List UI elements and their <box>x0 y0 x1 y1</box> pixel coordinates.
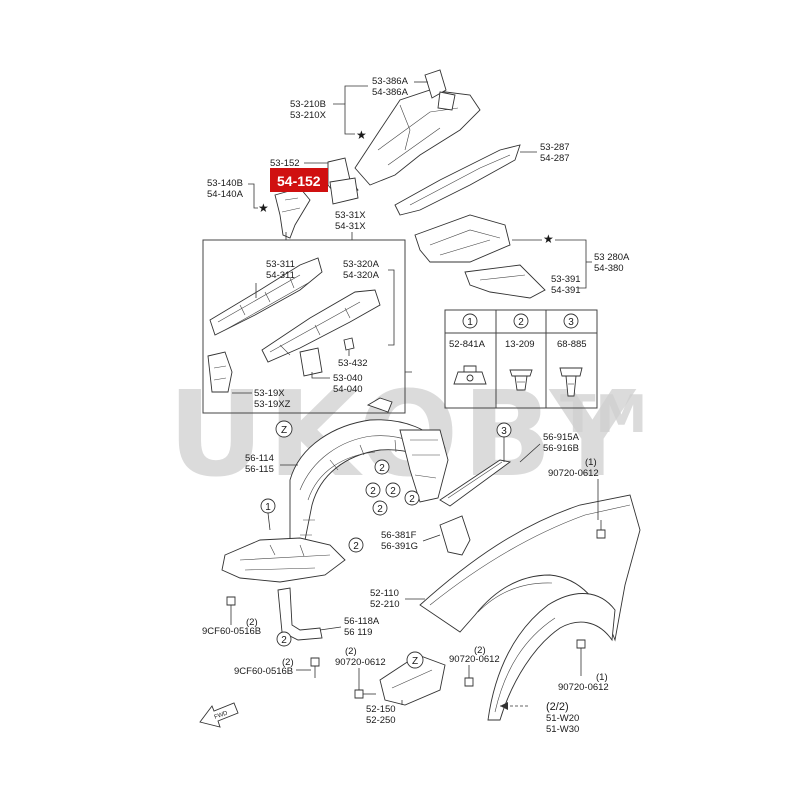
label-54-320a: 54-320A <box>343 270 380 281</box>
inner-reinforcement-parts <box>207 257 381 393</box>
label-53-386a: 53-386A <box>372 76 409 87</box>
label-56-115: 56-115 <box>245 464 274 475</box>
label-53-19xz: 53-19XZ <box>254 399 291 410</box>
detail-box-frame <box>202 239 406 414</box>
clip-nut-icon <box>453 365 487 385</box>
label-52-210: 52-210 <box>370 599 400 610</box>
label-51-w30: 51-W30 <box>546 724 579 735</box>
label-54-140a: 54-140A <box>207 189 244 200</box>
label-53-280a: 53 280A <box>594 252 630 263</box>
svg-text:2: 2 <box>281 635 287 646</box>
label-52-110: 52-110 <box>370 588 399 599</box>
label-90720-0612-qty-3: (2) <box>474 645 486 656</box>
label-53-31x: 53-31X <box>335 210 366 221</box>
label-53-210x: 53-210X <box>290 110 327 121</box>
label-53-287: 53-287 <box>540 142 570 153</box>
label-51-w20: 51-W20 <box>546 713 579 724</box>
label-56-916b: 56-916B <box>543 443 579 454</box>
table-header-3: 3 <box>568 317 574 328</box>
label-90720-0612-2: 90720-0612 <box>335 657 386 668</box>
star-marker-2: ★ <box>258 201 269 215</box>
label-90720-0612-1: 90720-0612 <box>548 468 599 479</box>
zone-marker-z-1: Z <box>281 425 287 436</box>
label-56-119: 56 119 <box>344 627 372 638</box>
zone-marker-z-2: Z <box>412 656 418 667</box>
clip-marker-1: 1 <box>265 502 271 513</box>
label-9cf60-0516b-qty-a: (2) <box>246 617 258 628</box>
label-54-311: 54-311 <box>266 270 295 281</box>
under-cover <box>221 537 346 583</box>
fastener-table: 1 2 3 52-841A 13-209 68-885 <box>444 309 598 409</box>
star-marker-1: ★ <box>356 128 367 142</box>
apron-bracket-left <box>274 157 359 239</box>
label-54-31x: 54-31X <box>335 221 366 232</box>
label-54-386a: 54-386A <box>372 87 409 98</box>
bolt-group <box>226 520 606 699</box>
label-90720-0612-qty-2: (2) <box>345 646 357 657</box>
label-54-287: 54-287 <box>540 153 570 164</box>
label-56-114: 56-114 <box>245 453 274 464</box>
label-54-380: 54-380 <box>594 263 624 274</box>
svg-text:2: 2 <box>377 504 383 515</box>
crossmember-right <box>414 214 546 299</box>
push-clip-icon <box>509 369 533 391</box>
label-53-210b: 53-210B <box>290 99 326 110</box>
clip-marker-2-group: 2 2 2 2 2 2 2 <box>276 459 420 647</box>
table-part-52-841a: 52-841A <box>449 339 486 350</box>
label-9cf60-0516b-qty-b: (2) <box>282 657 294 668</box>
forward-direction-arrow: FWD <box>199 702 239 728</box>
table-part-68-885: 68-885 <box>557 339 587 350</box>
label-53-432: 53-432 <box>338 358 368 369</box>
table-header-1: 1 <box>467 317 473 328</box>
label-53-152: 53-152 <box>270 158 300 169</box>
front-side-member-upper <box>354 69 481 186</box>
svg-text:2: 2 <box>390 486 396 497</box>
label-53-311: 53-311 <box>266 259 295 270</box>
fender-flare <box>487 593 616 721</box>
fwd-label: FWD <box>214 710 230 721</box>
table-header-2: 2 <box>518 317 524 328</box>
label-53-19x: 53-19X <box>254 388 285 399</box>
highlight-part-number: 54-152 <box>277 173 321 189</box>
table-part-13-209: 13-209 <box>505 339 535 350</box>
label-53-391: 53-391 <box>551 274 581 285</box>
label-9cf60-0516b-a: 9CF60-0516B <box>202 626 261 637</box>
label-52-250: 52-250 <box>366 715 396 726</box>
fender-bracket <box>439 515 471 556</box>
label-9cf60-0516b-b: 9CF60-0516B <box>234 666 293 677</box>
svg-text:2: 2 <box>370 486 376 497</box>
svg-text:2: 2 <box>409 494 415 505</box>
label-52-150: 52-150 <box>366 704 396 715</box>
label-56-118a: 56-118A <box>344 616 380 627</box>
label-53-040: 53-040 <box>333 373 363 384</box>
label-53-140b: 53-140B <box>207 178 243 189</box>
label-90720-0612-4: 90720-0612 <box>558 682 609 693</box>
label-56-915a: 56-915A <box>543 432 580 443</box>
svg-text:2: 2 <box>353 541 359 552</box>
label-90720-0612-3: 90720-0612 <box>449 654 500 665</box>
star-marker-3: ★ <box>543 232 554 246</box>
highlight-part-number-box <box>270 168 328 192</box>
push-rivet-icon <box>559 367 583 397</box>
label-54-040: 54-040 <box>333 384 363 395</box>
label-56-391g: 56-391G <box>381 541 418 552</box>
front-side-member-rail <box>394 144 521 216</box>
seal-strip <box>439 459 512 507</box>
label-90720-0612-qty-4: (1) <box>596 672 608 683</box>
clip-marker-3: 3 <box>501 426 507 437</box>
label-54-391: 54-391 <box>551 285 581 296</box>
label-90720-0612-qty-1: (1) <box>585 457 597 468</box>
svg-text:2: 2 <box>379 463 385 474</box>
label-56-381f: 56-381F <box>381 530 417 541</box>
label-page-2-2: (2/2) <box>546 701 569 713</box>
mudguard-liner <box>289 397 449 546</box>
label-53-320a: 53-320A <box>343 259 380 270</box>
